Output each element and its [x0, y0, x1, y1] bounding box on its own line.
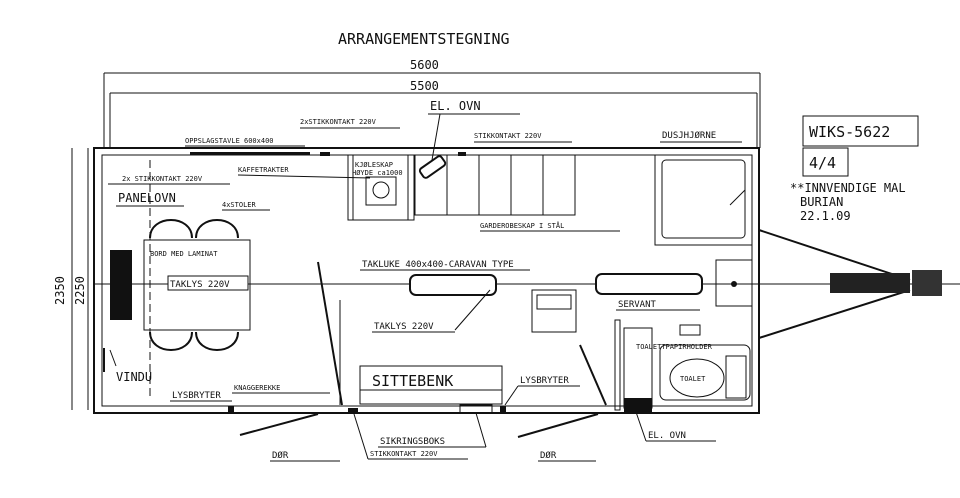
table — [143, 239, 251, 331]
switch-icon — [228, 406, 234, 414]
leader — [431, 113, 441, 161]
toilet-wall — [614, 319, 621, 411]
ceiling-light-left — [167, 275, 249, 291]
label-knaggerekke: KNAGGEREKKE — [234, 384, 280, 392]
label-bord: BORD MED LAMINAT — [150, 250, 218, 258]
dimension-2350: 2350 — [53, 276, 67, 305]
label-stikkontakt-bottom: STIKKONTAKT 220V — [370, 450, 438, 458]
label-stoler: 4xSTOLER — [222, 201, 257, 209]
fridge-side — [407, 154, 415, 221]
sheet-number: 4/4 — [809, 154, 836, 172]
dimension-5600: 5600 — [410, 58, 439, 72]
skylight-frame — [536, 294, 572, 310]
socket-icon — [458, 152, 466, 156]
label-el-ovn-top: EL. OVN — [430, 99, 481, 113]
fridge-side — [347, 154, 354, 221]
label-sittebenk: SITTEBENK — [372, 372, 453, 390]
coffee-maker-icon — [372, 181, 390, 199]
leader — [635, 411, 647, 442]
label-dor-right: DØR — [540, 450, 557, 461]
note-text: **INNVENDIGE MAL — [790, 181, 906, 195]
toilet-icon — [669, 358, 725, 398]
label-2x-stikkontakt-top: 2xSTIKKONTAKT 220V — [300, 118, 377, 126]
door-swing-left — [317, 261, 343, 406]
socket-icon — [320, 152, 330, 156]
label-kjoleskap: KJØLESKAP — [355, 161, 393, 169]
label-el-ovn-bottom: EL. OVN — [648, 431, 686, 441]
tap-icon — [731, 281, 737, 287]
chair-icon — [195, 331, 239, 351]
coffee-maker — [365, 176, 397, 206]
label-toalettpapirholder: TOALETTPAPIRHOLDER — [636, 343, 713, 351]
label-toalet: TOALET — [680, 375, 706, 383]
model-number: WIKS-5622 — [809, 123, 890, 141]
label-lysbryter-right: LYSBRYTER — [520, 376, 569, 386]
leader — [729, 189, 746, 206]
date-text: 22.1.09 — [800, 209, 851, 223]
hitch-icon — [830, 273, 910, 293]
label-vindu: VINDU — [116, 370, 152, 384]
leader — [353, 413, 369, 460]
notice-board — [190, 152, 310, 155]
skylight-hatch — [531, 289, 577, 333]
towbar-lower — [758, 289, 911, 339]
ceiling-light-mid — [409, 274, 497, 296]
towbar-upper — [758, 229, 911, 281]
sheet-box — [802, 147, 849, 177]
leader — [454, 289, 491, 331]
label-oppslagstavle: OPPSLAGSTAVLE 600x400 — [185, 137, 274, 145]
outer-door-right — [517, 413, 599, 438]
label-takluke: TAKLUKE 400x400-CARAVAN TYPE — [362, 260, 514, 270]
panel-heater-icon — [110, 250, 132, 320]
drawing-title: ARRANGEMENTSTEGNING — [338, 30, 510, 48]
label-servant: SERVANT — [618, 300, 657, 310]
chair-icon — [195, 219, 239, 239]
outer-door-left — [239, 413, 319, 436]
toilet-cabin — [659, 344, 751, 401]
leader — [109, 349, 117, 367]
label-taklys-left: TAKLYS 220V — [170, 280, 230, 290]
model-box — [802, 115, 919, 147]
label-dusjhjorne: DUSJHJØRNE — [662, 130, 716, 141]
hitch-coupler-icon — [912, 270, 942, 296]
leader — [237, 174, 371, 179]
socket-icon — [348, 408, 358, 414]
wardrobe-block — [414, 154, 576, 216]
shower-tray — [661, 159, 746, 239]
label-sikringsboks: SIKRINGSBOKS — [380, 437, 445, 447]
leader — [504, 385, 519, 406]
door-swing-right — [579, 344, 607, 406]
label-2x-stikkontakt-left: 2x STIKKONTAKT 220V — [122, 175, 203, 183]
label-dor-left: DØR — [272, 450, 289, 461]
label-panelovn: PANELOVN — [118, 191, 176, 205]
heater-bathroom-box — [623, 327, 653, 409]
chair-icon — [149, 219, 193, 239]
bench — [359, 365, 503, 405]
leader — [475, 412, 487, 448]
dimension-5500: 5500 — [410, 79, 439, 93]
container-outer-wall — [93, 147, 760, 414]
label-lysbryter-left: LYSBRYTER — [172, 391, 221, 401]
shower-cabin — [654, 154, 753, 246]
label-kaffetrakter: KAFFETRAKTER — [238, 166, 289, 174]
servant-shelf — [595, 273, 703, 295]
label-garderobeskap: GARDEROBESKAP I STÅL — [480, 221, 564, 230]
dimension-2250: 2250 — [73, 276, 87, 305]
author-text: BURIAN — [800, 195, 843, 209]
label-kjoleskap-height: HØYDE ca1000 — [352, 169, 403, 177]
el-ovn-top-icon — [418, 155, 447, 179]
toilet-tank — [725, 355, 747, 399]
sink — [715, 259, 753, 307]
label-taklys-mid: TAKLYS 220V — [374, 322, 434, 332]
el-ovn-bottom-icon — [624, 398, 652, 412]
switch-icon — [500, 406, 506, 414]
label-stikkontakt-top-right: STIKKONTAKT 220V — [474, 132, 542, 140]
toilet-paper-holder-icon — [679, 324, 701, 336]
chair-icon — [149, 331, 193, 351]
